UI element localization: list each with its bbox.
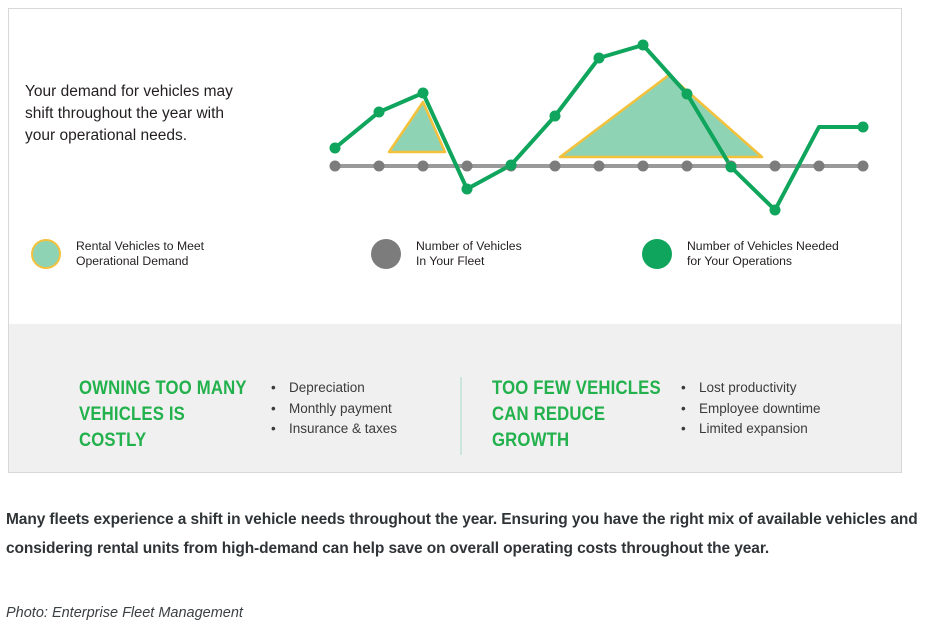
demand-marker xyxy=(637,39,649,51)
bullet-icon: • xyxy=(271,400,276,416)
demand-marker xyxy=(373,106,385,118)
demand-marker xyxy=(593,52,605,64)
fleet-marker xyxy=(329,160,341,172)
demand-chart xyxy=(314,17,884,217)
bullet-icon: • xyxy=(681,421,686,436)
fleet-marker xyxy=(637,160,649,172)
list-item: • Insurance & taxes xyxy=(269,419,397,440)
demand-marker xyxy=(681,88,693,100)
demand-marker xyxy=(417,87,429,99)
fleet-marker xyxy=(593,160,605,172)
list-item-label: Depreciation xyxy=(289,380,365,395)
fleet-marker xyxy=(769,160,781,172)
bullet-icon: • xyxy=(681,380,686,395)
legend-item-fleet-vehicles: Number of Vehicles In Your Fleet xyxy=(371,239,522,269)
chart-legend: Rental Vehicles to Meet Operational Dema… xyxy=(9,231,901,301)
list-item-label: Employee downtime xyxy=(699,400,821,416)
bullet-icon: • xyxy=(681,400,686,416)
demand-marker xyxy=(857,121,869,133)
takeaway-column-owning-too-many: OWNING TOO MANY VEHICLES IS COSTLY • Dep… xyxy=(79,376,397,454)
list-item: • Depreciation xyxy=(269,378,397,399)
bullet-icon: • xyxy=(271,380,276,395)
mint-circle-swatch-icon xyxy=(31,239,61,269)
legend-label: Number of Vehicles In Your Fleet xyxy=(416,239,522,268)
legend-item-needed-vehicles: Number of Vehicles Needed for Your Opera… xyxy=(642,239,839,269)
green-circle-swatch-icon xyxy=(642,239,672,269)
fleet-marker xyxy=(681,160,693,172)
column-divider xyxy=(460,377,462,455)
bullet-icon: • xyxy=(271,421,276,436)
chart-svg xyxy=(329,39,869,216)
takeaway-bullet-list: • Depreciation • Monthly payment • Insur… xyxy=(269,378,397,440)
rental-triangle-2 xyxy=(558,73,764,159)
legend-label: Rental Vehicles to Meet Operational Dema… xyxy=(76,239,205,268)
list-item: • Monthly payment xyxy=(269,399,397,420)
headline-text: Your demand for vehicles may shift throu… xyxy=(25,83,233,144)
rental-triangle-1 xyxy=(387,100,447,154)
legend-label: Number of Vehicles Needed for Your Opera… xyxy=(687,239,839,268)
gray-circle-swatch-icon xyxy=(371,239,401,269)
list-item: • Limited expansion xyxy=(679,419,821,440)
demand-marker xyxy=(505,159,517,171)
fleet-marker xyxy=(417,160,429,172)
takeaways-panel: OWNING TOO MANY VEHICLES IS COSTLY • Dep… xyxy=(9,324,901,472)
list-item: • Employee downtime xyxy=(679,399,821,420)
list-item-label: Monthly payment xyxy=(289,400,392,416)
takeaway-title: OWNING TOO MANY VEHICLES IS COSTLY xyxy=(79,378,247,451)
demand-marker xyxy=(769,204,781,216)
article-caption: Many fleets experience a shift in vehicl… xyxy=(6,511,918,557)
demand-marker xyxy=(549,110,561,122)
takeaway-column-too-few: TOO FEW VEHICLES CAN REDUCE GROWTH • Los… xyxy=(492,376,821,454)
legend-item-rental-vehicles: Rental Vehicles to Meet Operational Dema… xyxy=(31,239,204,269)
list-item-label: Lost productivity xyxy=(699,380,797,395)
fleet-marker xyxy=(813,160,825,172)
takeaway-bullet-list: • Lost productivity • Employee downtime … xyxy=(679,378,821,440)
list-item: • Lost productivity xyxy=(679,378,821,399)
fleet-marker xyxy=(461,160,473,172)
fleet-marker xyxy=(549,160,561,172)
takeaway-title: TOO FEW VEHICLES CAN REDUCE GROWTH xyxy=(492,378,661,451)
demand-marker xyxy=(329,142,341,154)
list-item-label: Insurance & taxes xyxy=(289,421,398,436)
fleet-marker xyxy=(373,160,385,172)
infographic-card: Your demand for vehicles may shift throu… xyxy=(8,8,902,473)
demand-markers xyxy=(329,39,869,216)
photo-credit: Photo: Enterprise Fleet Management xyxy=(6,605,243,621)
demand-marker xyxy=(725,161,737,173)
fleet-marker xyxy=(857,160,869,172)
list-item-label: Limited expansion xyxy=(699,421,808,436)
chart-panel: Your demand for vehicles may shift throu… xyxy=(9,9,901,324)
demand-marker xyxy=(461,183,473,195)
